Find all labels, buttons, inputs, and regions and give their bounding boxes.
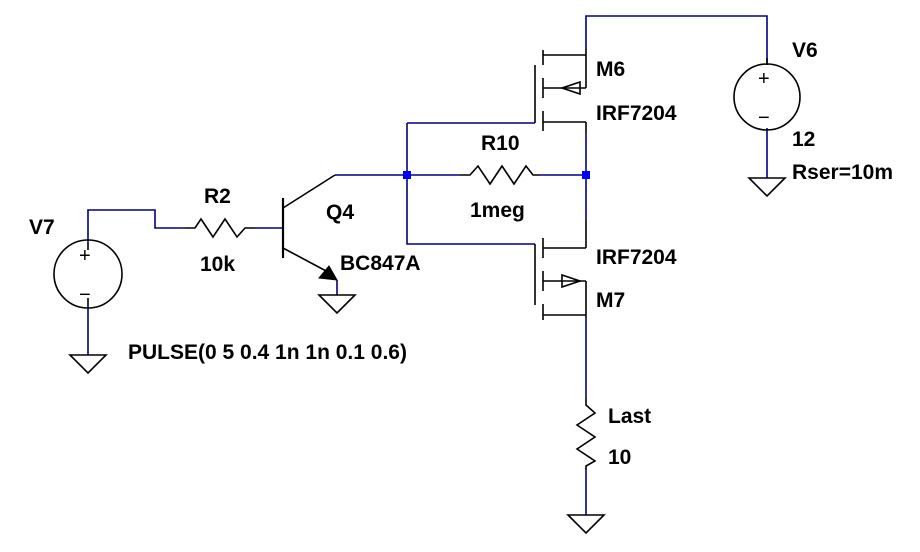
mosfet-m7 [534, 220, 587, 320]
resistor-last [575, 398, 597, 470]
m6-model-label: IRF7204 [596, 102, 677, 125]
r2-name-label: R2 [204, 185, 231, 208]
m7-name-label: M7 [596, 289, 625, 312]
v6-minus-sign: − [758, 107, 770, 129]
q4-model-label: BC847A [340, 252, 421, 275]
wire-v7-to-r2 [87, 209, 185, 242]
r2-value-label: 10k [200, 253, 235, 276]
m7-model-label: IRF7204 [596, 246, 677, 269]
ground-last-icon [566, 514, 606, 535]
v7-value-label: PULSE(0 5 0.4 1n 1n 0.1 0.6) [128, 341, 407, 364]
v7-plus-sign: + [79, 245, 91, 267]
v6-rser-label: Rser=10m [792, 161, 893, 184]
resistor-r10 [460, 164, 540, 186]
v6-value-label: 12 [792, 128, 815, 151]
r10-value-label: 1meg [470, 199, 525, 222]
wires [87, 15, 768, 515]
ground-v7-icon [68, 354, 108, 375]
resistor-r2 [185, 217, 255, 239]
mosfet-m6 [534, 48, 587, 133]
q4-name-label: Q4 [326, 201, 354, 224]
m6-name-label: M6 [596, 58, 625, 81]
v6-plus-sign: + [758, 68, 770, 90]
junction-gate-node [403, 171, 411, 179]
ground-v6-icon [747, 177, 787, 198]
last-name-label: Last [608, 405, 651, 428]
last-value-label: 10 [608, 446, 631, 469]
wire-gate-loop [406, 123, 535, 245]
r10-name-label: R10 [481, 132, 520, 155]
transistor-q4 [281, 174, 338, 281]
wire-m6-source-to-v6 [585, 15, 768, 65]
voltage-source-v6: + − [733, 58, 801, 131]
ground-q4-icon [317, 294, 357, 315]
junction-drain-node [582, 171, 590, 179]
v7-name-label: V7 [29, 216, 55, 239]
v6-name-label: V6 [792, 39, 818, 62]
v7-minus-sign: − [79, 284, 91, 306]
voltage-source-v7: + − [53, 239, 123, 309]
